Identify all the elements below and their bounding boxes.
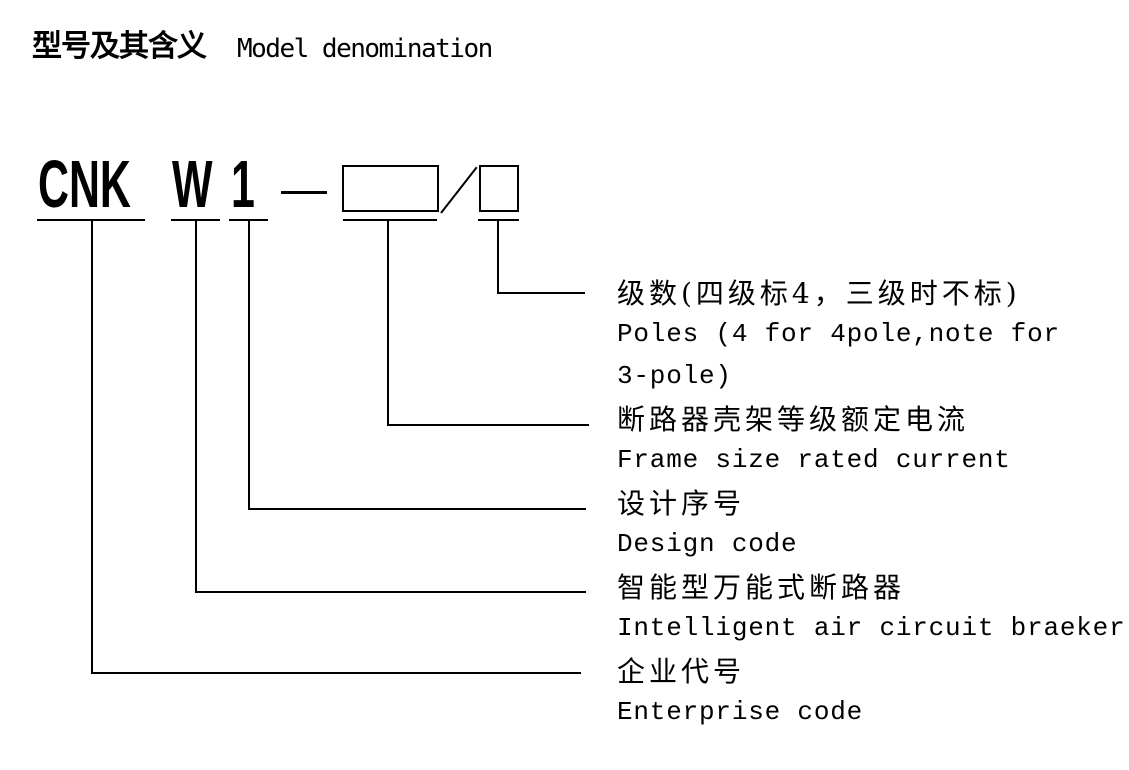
label-en: Intelligent air circuit braeker xyxy=(617,613,1126,643)
label-group-breaker-type: 智能型万能式断路器 Intelligent air circuit braeke… xyxy=(617,565,1129,649)
label-group-enterprise-code: 企业代号 Enterprise code xyxy=(617,649,1129,733)
label-zh: 断路器壳架等级额定电流 xyxy=(617,403,970,436)
label-group-frame-size: 断路器壳架等级额定电流 Frame size rated current xyxy=(617,397,1129,481)
label-zh: 级数(四级标4，三级时不标) xyxy=(617,277,1021,310)
label-zh: 智能型万能式断路器 xyxy=(617,571,906,604)
poles-box xyxy=(479,165,519,212)
page-title-en: Model denomination xyxy=(237,34,493,64)
leader-horizontal-enterprise xyxy=(91,672,581,674)
dash-connector xyxy=(281,191,327,194)
labels-column: 级数(四级标4，三级时不标) Poles (4 for 4pole,note f… xyxy=(617,271,1129,733)
label-en: Design code xyxy=(617,529,798,559)
leader-horizontal-design xyxy=(248,508,586,510)
leader-horizontal-frame xyxy=(387,424,589,426)
label-zh: 企业代号 xyxy=(617,655,746,688)
code-segment-type: W xyxy=(172,147,213,222)
pole-slash-icon xyxy=(440,166,478,214)
label-group-poles: 级数(四级标4，三级时不标) Poles (4 for 4pole,note f… xyxy=(617,271,1129,397)
leader-vertical-frame xyxy=(387,219,389,426)
page-title-zh: 型号及其含义 xyxy=(32,30,207,63)
label-zh: 设计序号 xyxy=(617,487,746,520)
leader-vertical-enterprise xyxy=(91,219,93,674)
label-en-cont: 3-pole) xyxy=(617,361,732,391)
leader-vertical-design xyxy=(248,219,250,510)
label-en: Poles (4 for 4pole,note for xyxy=(617,319,1060,349)
leader-horizontal-poles xyxy=(497,292,585,294)
code-segment-design: 1 xyxy=(231,147,255,222)
underline-frame-box xyxy=(343,219,437,221)
label-group-design-code: 设计序号 Design code xyxy=(617,481,1129,565)
label-en: Enterprise code xyxy=(617,697,864,727)
label-en: Frame size rated current xyxy=(617,445,1011,475)
frame-current-box xyxy=(342,165,439,212)
leader-horizontal-type xyxy=(195,591,586,593)
leader-vertical-type xyxy=(195,219,197,593)
code-segment-enterprise: CNK xyxy=(38,147,131,222)
leader-vertical-poles xyxy=(497,219,499,294)
